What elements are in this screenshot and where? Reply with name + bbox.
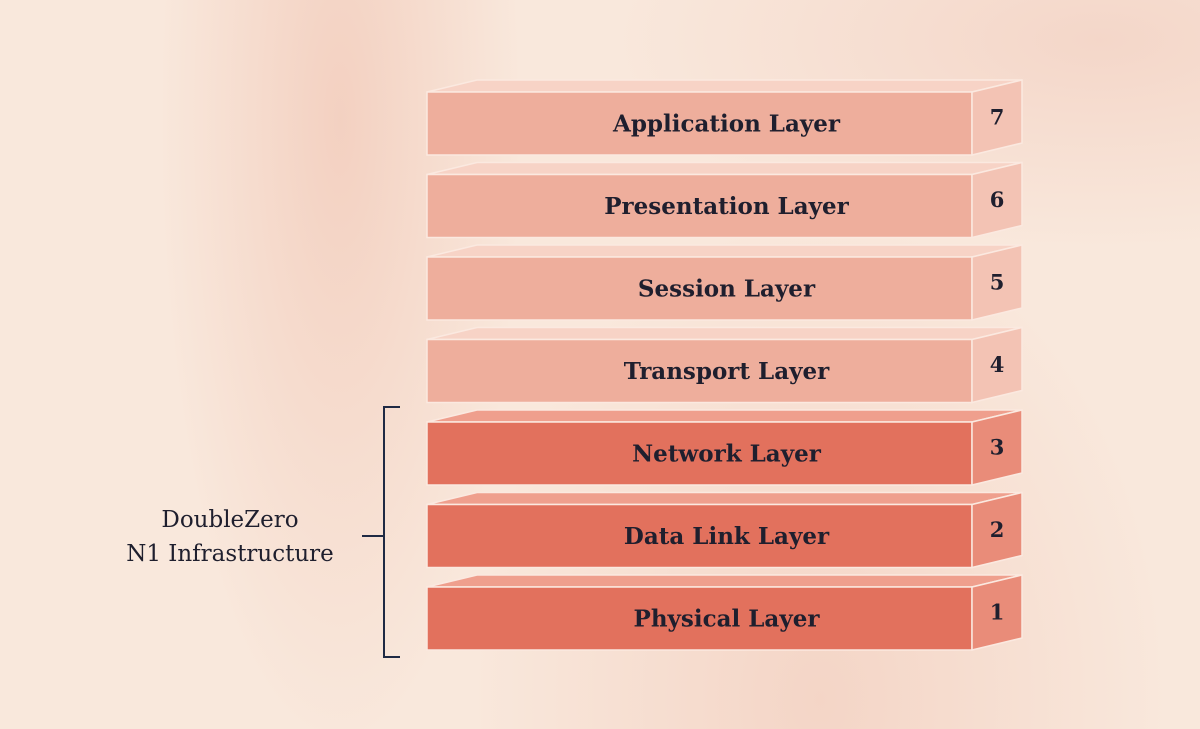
- layer-label: Session Layer: [638, 276, 816, 303]
- layer-top-face: [426, 574, 1023, 588]
- layer-number: 5: [990, 270, 1005, 295]
- layer-label: Transport Layer: [624, 358, 830, 385]
- layer-label: Presentation Layer: [604, 193, 849, 220]
- layer-number: 4: [990, 352, 1005, 377]
- infrastructure-label-line1: DoubleZero: [161, 507, 299, 533]
- layer-front-face: [426, 421, 973, 486]
- layer-slab-1: Physical Layer 1: [426, 574, 1023, 651]
- layer-front-face: [426, 173, 973, 239]
- layer-side-face: [971, 79, 1023, 156]
- layer-top-face: [426, 491, 1023, 506]
- layer-top-face: [426, 409, 1023, 423]
- layer-label: Application Layer: [612, 111, 841, 138]
- layer-front-face: [426, 586, 973, 651]
- layer-side-face: [971, 326, 1023, 404]
- layer-slab-2: Data Link Layer 2: [426, 491, 1023, 569]
- layer-front-face: [426, 256, 973, 321]
- layer-number: 7: [990, 105, 1005, 130]
- layer-number: 2: [990, 517, 1005, 542]
- layer-top-face: [426, 244, 1023, 258]
- layer-label: Network Layer: [632, 441, 822, 468]
- layer-top-face: [426, 79, 1023, 93]
- layer-front-face: [426, 503, 973, 569]
- infrastructure-label: DoubleZero N1 Infrastructure: [100, 503, 360, 571]
- layer-top-face: [426, 326, 1023, 341]
- layer-slab-4: Transport Layer 4: [426, 326, 1023, 404]
- layer-label: Physical Layer: [634, 606, 821, 633]
- layer-side-face: [971, 161, 1023, 239]
- layer-side-face: [971, 244, 1023, 321]
- layer-number: 6: [990, 187, 1005, 212]
- layer-slab-5: Session Layer 5: [426, 244, 1023, 321]
- layer-number: 1: [990, 600, 1005, 625]
- layer-side-face: [971, 574, 1023, 651]
- layer-side-face: [971, 409, 1023, 486]
- layer-slab-7: Application Layer 7: [426, 79, 1023, 156]
- layer-side-face: [971, 491, 1023, 569]
- layer-label: Data Link Layer: [624, 523, 830, 550]
- layer-front-face: [426, 91, 973, 156]
- layer-top-face: [426, 161, 1023, 176]
- infrastructure-label-line2: N1 Infrastructure: [126, 541, 334, 567]
- layer-number: 3: [990, 435, 1005, 460]
- layer-slab-6: Presentation Layer 6: [426, 161, 1023, 239]
- layer-slab-3: Network Layer 3: [426, 409, 1023, 486]
